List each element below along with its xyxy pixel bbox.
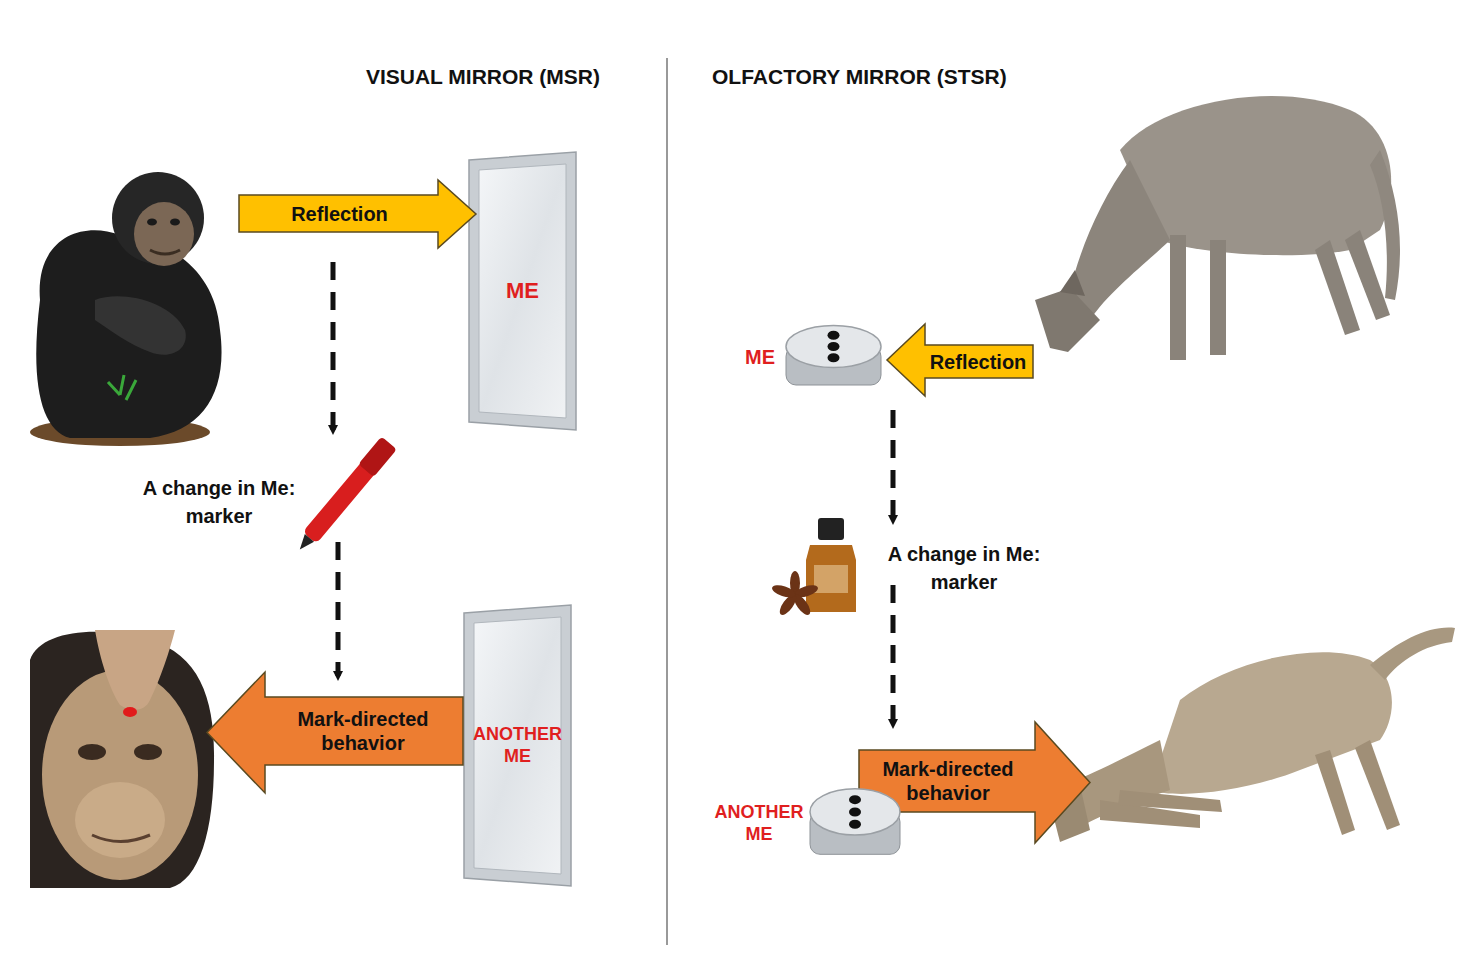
dashed-arrow xyxy=(891,410,896,520)
wolf-bowing xyxy=(1048,628,1455,842)
node-text: Reflection xyxy=(241,195,438,232)
wolf-sniffing xyxy=(1035,96,1400,360)
shape-outline xyxy=(712,785,902,862)
chimp-figure xyxy=(30,172,222,446)
chimp-face xyxy=(30,630,214,888)
dashed-arrow xyxy=(336,542,341,676)
node-text: ME xyxy=(479,170,566,412)
node-text: ANOTHER ME xyxy=(712,785,806,862)
node-text: Reflection xyxy=(925,345,1031,378)
marker-label: A change in Me: marker xyxy=(866,540,1062,596)
mirror: ANOTHER ME xyxy=(460,603,575,888)
node-text: ME xyxy=(738,322,782,392)
marker-label: A change in Me: marker xyxy=(128,474,310,530)
scent-canister: ANOTHER ME xyxy=(712,785,902,862)
dashed-arrow xyxy=(331,262,336,430)
dashed-arrow xyxy=(891,585,896,724)
marker-pen xyxy=(292,437,397,556)
reflection-arrow: Reflection xyxy=(885,322,1035,398)
oil-bottle xyxy=(771,518,856,617)
panel-heading: VISUAL MIRROR (MSR) xyxy=(300,62,600,91)
behavior-arrow: Mark-directed behavior xyxy=(205,670,465,795)
node-text: Mark-directed behavior xyxy=(265,697,461,765)
panel-heading: OLFACTORY MIRROR (STSR) xyxy=(712,62,1052,91)
reflection-arrow: Reflection xyxy=(237,178,478,250)
node-text: ANOTHER ME xyxy=(474,623,561,868)
mirror: ME xyxy=(465,150,580,432)
scent-canister: ME xyxy=(738,322,883,392)
divider-line xyxy=(666,58,667,945)
